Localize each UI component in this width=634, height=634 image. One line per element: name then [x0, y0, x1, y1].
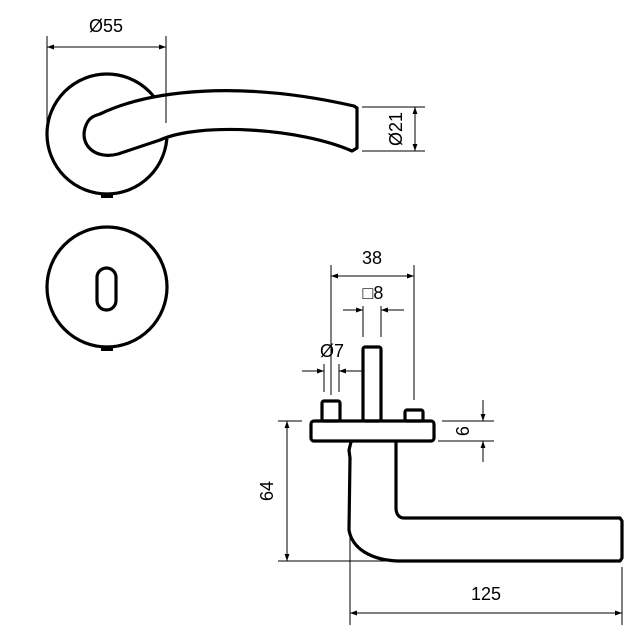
- label-square-8: □8: [363, 283, 384, 303]
- label-pin-7: Ø7: [320, 341, 344, 361]
- escutcheon-nub: [101, 346, 113, 351]
- dimension-rosette-diameter: Ø55: [46, 16, 167, 130]
- spindle: [361, 345, 383, 423]
- label-rosette-diameter: Ø55: [89, 16, 123, 36]
- dimension-square-8: □8: [343, 283, 404, 337]
- rosette-nub: [101, 193, 113, 198]
- label-125: 125: [471, 584, 501, 604]
- key-escutcheon: [45, 225, 169, 351]
- pin-left: [320, 399, 342, 423]
- dimension-pin-7: Ø7: [302, 341, 362, 392]
- escutcheon-circle: [45, 225, 169, 349]
- dimension-38: 38: [330, 248, 415, 400]
- dimension-125: 125: [349, 530, 623, 625]
- lever-side-view: [309, 345, 624, 563]
- dimension-handle-diameter: Ø21: [362, 106, 425, 152]
- dimension-9: 9: [438, 400, 494, 462]
- dimension-64: 64: [257, 420, 398, 562]
- handle-side-outline: [347, 440, 624, 563]
- pin-right: [403, 408, 425, 423]
- label-38: 38: [362, 248, 382, 268]
- label-9: 9: [452, 426, 472, 436]
- lever-handle-outline: [82, 89, 359, 157]
- lever-top-view: [45, 72, 359, 198]
- label-64: 64: [257, 481, 277, 501]
- label-handle-diameter: Ø21: [386, 112, 406, 146]
- keyhole: [95, 266, 118, 312]
- rose-plate: [309, 419, 436, 443]
